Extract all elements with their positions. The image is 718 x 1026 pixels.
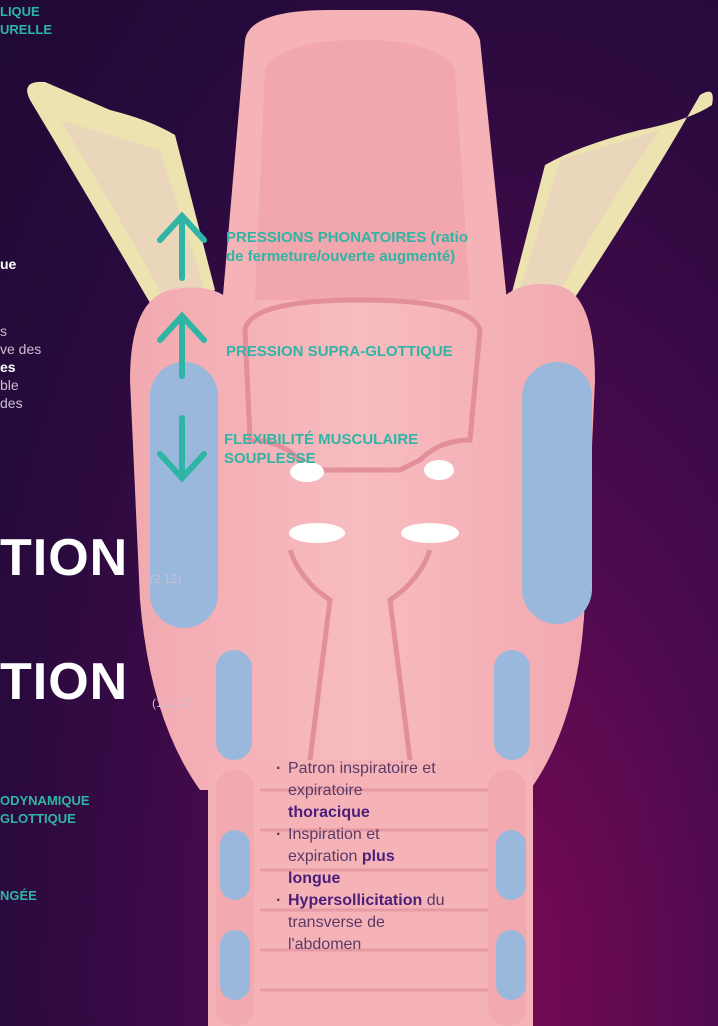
left-para-line3: es bbox=[0, 359, 16, 375]
muscle-mid-right bbox=[494, 650, 530, 760]
ventricle-right bbox=[424, 460, 454, 480]
section-heading-1: TION bbox=[0, 528, 128, 588]
muscle-upper-right bbox=[522, 362, 592, 624]
annotation-phonatory-pressure-line2: de fermeture/ouverte augmenté) bbox=[226, 248, 455, 265]
breathing-bullets: Patron inspiratoire et expiratoire thora… bbox=[274, 758, 504, 956]
annotation-phonatory-pressure-line1: PRESSIONS PHONATOIRES (ratio bbox=[226, 229, 468, 246]
left-ngee: NGÉE bbox=[0, 888, 37, 903]
bullet-longer-breathing: Inspiration et expiration plus longue bbox=[274, 824, 504, 890]
vocal-fold-right bbox=[401, 523, 459, 543]
section-heading-2-citation: (1,2,12) bbox=[152, 696, 193, 710]
section-heading-2: TION bbox=[0, 652, 128, 712]
vocal-fold-left bbox=[289, 523, 345, 543]
left-aero-line1: ODYNAMIQUE bbox=[0, 793, 90, 808]
left-top-line2: URELLE bbox=[0, 22, 52, 37]
left-para-line1: s bbox=[0, 323, 7, 339]
left-para-line2: ve des bbox=[0, 341, 41, 357]
left-para-line5: des bbox=[0, 395, 23, 411]
left-top-line1: LIQUE bbox=[0, 4, 40, 19]
annotation-supraglottic-pressure: PRESSION SUPRA-GLOTTIQUE bbox=[226, 342, 453, 361]
section-heading-1-citation: (2,12) bbox=[150, 572, 181, 586]
annotation-muscle-flexibility-line2: SOUPLESSE bbox=[224, 450, 316, 467]
muscle-upper-left bbox=[150, 362, 218, 628]
muscle-mid-left bbox=[216, 650, 252, 760]
bullet-breathing-pattern: Patron inspiratoire et expiratoire thora… bbox=[274, 758, 504, 824]
bullet-transverse-oversolicitation: Hypersollicitation du transverse de l'ab… bbox=[274, 890, 504, 956]
left-aero-line2: GLOTTIQUE bbox=[0, 811, 76, 826]
muscle-low-left-1 bbox=[220, 830, 250, 900]
left-que: ue bbox=[0, 256, 16, 272]
muscle-low-left-2 bbox=[220, 930, 250, 1000]
left-para-line4: ble bbox=[0, 377, 19, 393]
annotation-muscle-flexibility-line1: FLEXIBILITÉ MUSCULAIRE bbox=[224, 431, 418, 448]
